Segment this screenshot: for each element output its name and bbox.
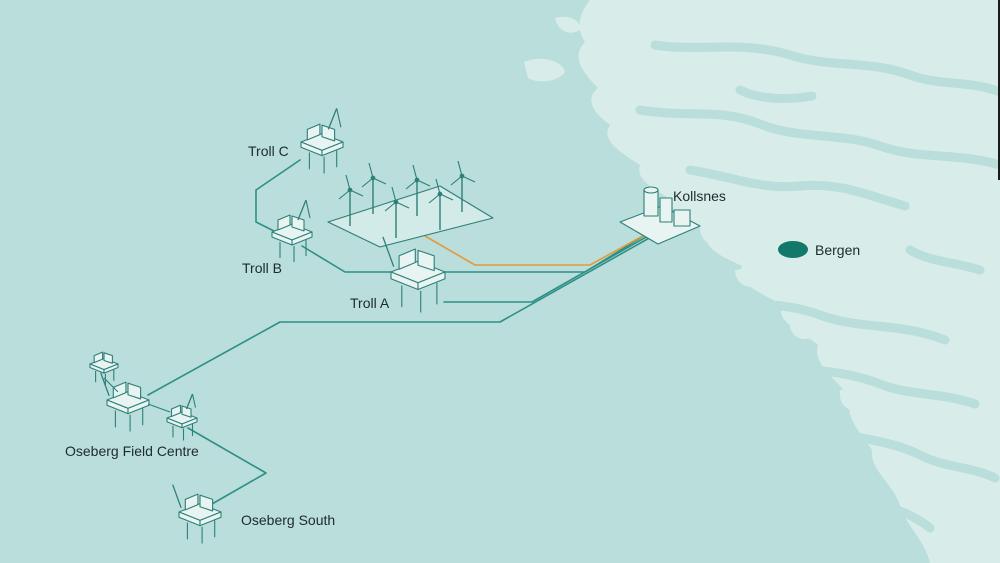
oil-platform-icon xyxy=(100,372,150,432)
gas-terminal-icon xyxy=(619,186,701,245)
label-oseberg-field-centre: Oseberg Field Centre xyxy=(65,443,199,459)
pipeline-trolla-kollsnes-2 xyxy=(443,231,656,303)
label-troll-a: Troll A xyxy=(350,295,390,311)
wind-turbine-icon xyxy=(405,164,431,216)
wind-turbine-icon xyxy=(428,178,454,230)
pipeline-oseberg-south xyxy=(187,427,267,509)
pipeline-trollb-trolla xyxy=(301,245,396,273)
label-bergen: Bergen xyxy=(815,242,861,258)
oil-platform-icon xyxy=(89,351,119,385)
label-kollsnes: Kollsnes xyxy=(673,188,726,204)
wind-turbine-icon xyxy=(338,174,364,226)
pipeline-oseberg-kollsnes xyxy=(147,231,661,396)
window-edge xyxy=(998,0,1000,180)
fjords xyxy=(635,40,1000,533)
label-oseberg-south: Oseberg South xyxy=(241,512,336,528)
wind-turbine-icon xyxy=(450,160,476,212)
pipeline-trollc-trollb xyxy=(255,159,301,233)
wind-turbine-icon xyxy=(327,160,494,248)
power-cable xyxy=(424,231,651,266)
label-troll-b: Troll B xyxy=(242,260,282,276)
pipeline-network xyxy=(147,159,661,509)
oil-platform-icon xyxy=(300,108,344,174)
oil-platform-icon xyxy=(382,236,446,313)
wind-turbine-icon xyxy=(361,162,387,214)
coastline-land xyxy=(524,0,1000,563)
wind-turbine-icon xyxy=(384,186,410,238)
oil-platform-icon xyxy=(166,393,198,441)
city-marker-icon xyxy=(778,241,808,258)
oil-platform-icon xyxy=(172,484,222,544)
oil-platform-icon xyxy=(271,199,313,262)
label-troll-c: Troll C xyxy=(248,143,289,159)
